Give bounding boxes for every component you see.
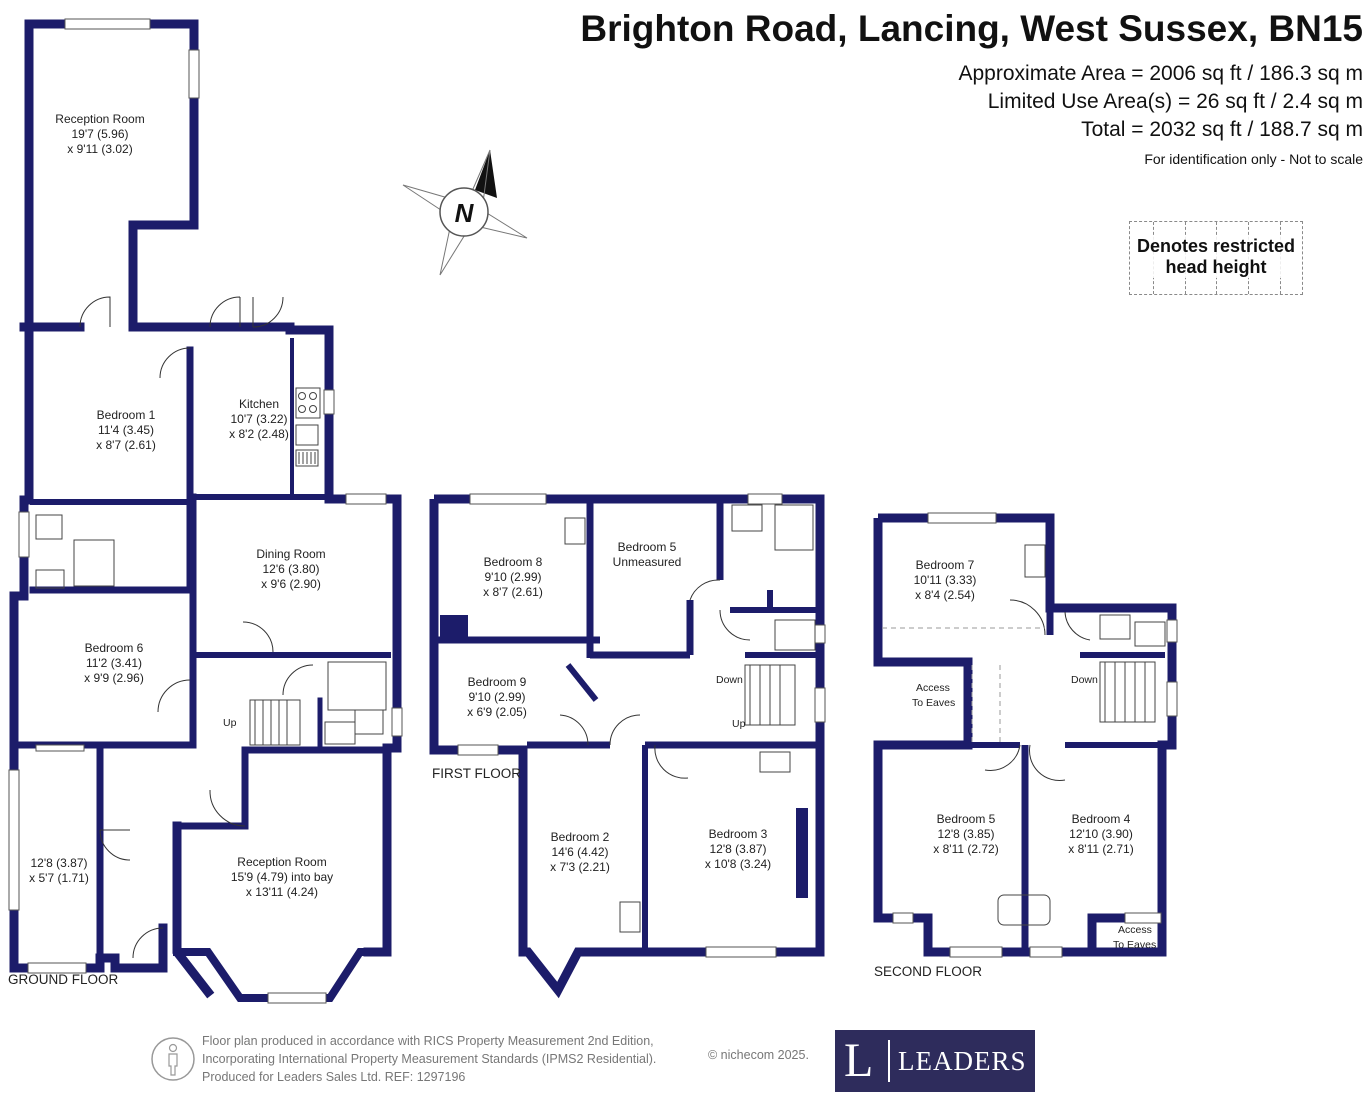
room-dim: 12'8 (3.85)	[937, 827, 995, 841]
room-label-bedroom-5-first: Bedroom 5 Unmeasured	[613, 540, 682, 570]
room-name: Bedroom 1	[96, 408, 156, 422]
footer-line-3: Produced for Leaders Sales Ltd. REF: 129…	[202, 1070, 466, 1084]
second-floor-walls	[873, 513, 1177, 957]
ground-floor-label: GROUND FLOOR	[8, 972, 119, 987]
compass-icon: N	[402, 149, 528, 276]
room-dim: 11'2 (3.41)	[85, 656, 143, 670]
logo-divider	[888, 1040, 890, 1082]
room-dim: x 7'3 (2.21)	[550, 860, 610, 874]
room-dim: x 5'7 (1.71)	[29, 871, 89, 885]
room-name: Bedroom 5	[936, 812, 996, 826]
legend-text: Denotes restricted head height	[1130, 236, 1302, 278]
access-eaves-label-1a: Access	[916, 682, 950, 694]
room-dim: x 8'2 (2.48)	[229, 427, 289, 441]
room-label-bedroom-3: Bedroom 3 12'8 (3.87) x 10'8 (3.24)	[705, 827, 771, 872]
legend-line-2: head height	[1165, 257, 1267, 277]
room-name: Reception Room	[55, 112, 145, 126]
room-dim: x 8'11 (2.72)	[933, 842, 999, 856]
room-dim: x 8'7 (2.61)	[96, 438, 156, 452]
approx-area: Approximate Area = 2006 sq ft / 186.3 sq…	[958, 62, 1364, 85]
room-dim: x 8'11 (2.71)	[1068, 842, 1134, 856]
logo-letter: L	[844, 1034, 874, 1087]
room-dim: 9'10 (2.99)	[484, 570, 542, 584]
room-name: Dining Room	[256, 547, 326, 561]
room-name: Kitchen	[238, 397, 280, 411]
logo-word: LEADERS	[898, 1046, 1027, 1076]
footer-line-2: Incorporating International Property Mea…	[202, 1052, 657, 1066]
room-name: Bedroom 7	[915, 558, 975, 572]
legend-line-1: Denotes restricted	[1136, 236, 1296, 256]
room-name: Bedroom 9	[467, 675, 527, 689]
room-dim: 15'9 (4.79) into bay	[230, 870, 334, 884]
room-label-reception-room-1: Reception Room 19'7 (5.96) x 9'11 (3.02)	[55, 112, 144, 157]
access-eaves-label-1b: To Eaves	[912, 697, 956, 709]
room-dim: x 8'7 (2.61)	[483, 585, 543, 599]
stairs-up-label-first: Up	[732, 718, 746, 730]
stairs-down-label-second: Down	[1071, 674, 1098, 686]
room-label-bedroom-7: Bedroom 7 10'11 (3.33) x 8'4 (2.54)	[914, 558, 977, 603]
room-label-dining-room: Dining Room 12'6 (3.80) x 9'6 (2.90)	[256, 547, 325, 592]
room-label-kitchen: Kitchen 10'7 (3.22) x 8'2 (2.48)	[229, 397, 289, 442]
room-label-bedroom-8: Bedroom 8 9'10 (2.99) x 8'7 (2.61)	[483, 555, 543, 600]
total-area: Total = 2032 sq ft / 188.7 sq m	[1081, 118, 1363, 141]
stairs-down-label-first: Down	[716, 674, 743, 686]
room-name: Reception Room	[237, 855, 327, 869]
second-floor-label: SECOND FLOOR	[874, 964, 983, 979]
room-name: Bedroom 2	[550, 830, 610, 844]
access-eaves-label-2b: To Eaves	[1113, 939, 1157, 951]
door-swings	[79, 296, 1091, 959]
room-dim: x 6'9 (2.05)	[467, 705, 527, 719]
room-label-bedroom-6: Bedroom 6 11'2 (3.41) x 9'9 (2.96)	[84, 641, 144, 686]
room-dim: x 8'4 (2.54)	[915, 588, 975, 602]
room-dim: 9'10 (2.99)	[468, 690, 526, 704]
room-dim: 10'11 (3.33)	[913, 573, 977, 587]
room-dim: x 10'8 (3.24)	[704, 857, 772, 871]
room-dim: x 13'11 (4.24)	[245, 885, 319, 899]
person-icon	[151, 1037, 195, 1081]
first-floor-walls	[429, 494, 825, 999]
room-dim: Unmeasured	[612, 555, 682, 569]
restricted-height-legend: Denotes restricted head height	[1129, 221, 1303, 295]
room-dim: 12'8 (3.87)	[709, 842, 767, 856]
first-floor-label: FIRST FLOOR	[432, 766, 522, 781]
copyright: © nichecom 2025.	[708, 1048, 809, 1062]
limited-use-area: Limited Use Area(s) = 26 sq ft / 2.4 sq …	[987, 90, 1363, 113]
room-dim: x 9'9 (2.96)	[84, 671, 144, 685]
compass-label: N	[455, 198, 475, 228]
room-name: Bedroom 3	[708, 827, 768, 841]
room-dim: x 9'6 (2.90)	[261, 577, 321, 591]
room-label-bedroom-1: Bedroom 1 11'4 (3.45) x 8'7 (2.61)	[96, 408, 156, 453]
windows	[8, 18, 1178, 1004]
room-dim: 14'6 (4.42)	[551, 845, 609, 859]
identification-note: For identification only - Not to scale	[1144, 151, 1363, 167]
footer-line-1: Floor plan produced in accordance with R…	[202, 1034, 654, 1048]
page-title: Brighton Road, Lancing, West Sussex, BN1…	[580, 8, 1363, 49]
restricted-height-lines	[882, 627, 1045, 742]
room-dim: x 9'11 (3.02)	[67, 142, 133, 156]
room-dim: 12'8 (3.87)	[30, 856, 88, 870]
room-dim: 12'10 (3.90)	[1069, 827, 1133, 841]
room-label-bedroom-9: Bedroom 9 9'10 (2.99) x 6'9 (2.05)	[467, 675, 527, 720]
room-label-bedroom-2: Bedroom 2 14'6 (4.42) x 7'3 (2.21)	[550, 830, 610, 875]
room-label-bedroom-5-second: Bedroom 5 12'8 (3.85) x 8'11 (2.72)	[933, 812, 998, 857]
room-label-unnamed-room: 12'8 (3.87) x 5'7 (1.71)	[29, 856, 89, 886]
room-dim: 12'6 (3.80)	[262, 562, 320, 576]
room-name: Bedroom 6	[84, 641, 144, 655]
access-eaves-label-2a: Access	[1118, 924, 1152, 936]
footer-disclaimer: Floor plan produced in accordance with R…	[202, 1032, 656, 1086]
room-dim: 10'7 (3.22)	[230, 412, 288, 426]
stairs-up-label-ground: Up	[223, 717, 237, 729]
fixtures	[35, 387, 1166, 933]
room-name: Bedroom 8	[483, 555, 543, 569]
room-label-reception-room-2: Reception Room 15'9 (4.79) into bay x 13…	[231, 855, 333, 900]
room-dim: 19'7 (5.96)	[71, 127, 129, 141]
room-name: Bedroom 5	[617, 540, 677, 554]
ground-floor-walls	[9, 19, 402, 1002]
room-dim: 11'4 (3.45)	[97, 423, 155, 437]
room-name: Bedroom 4	[1071, 812, 1131, 826]
room-label-bedroom-4: Bedroom 4 12'10 (3.90) x 8'11 (2.71)	[1068, 812, 1133, 857]
leaders-logo: L LEADERS	[835, 1030, 1035, 1092]
